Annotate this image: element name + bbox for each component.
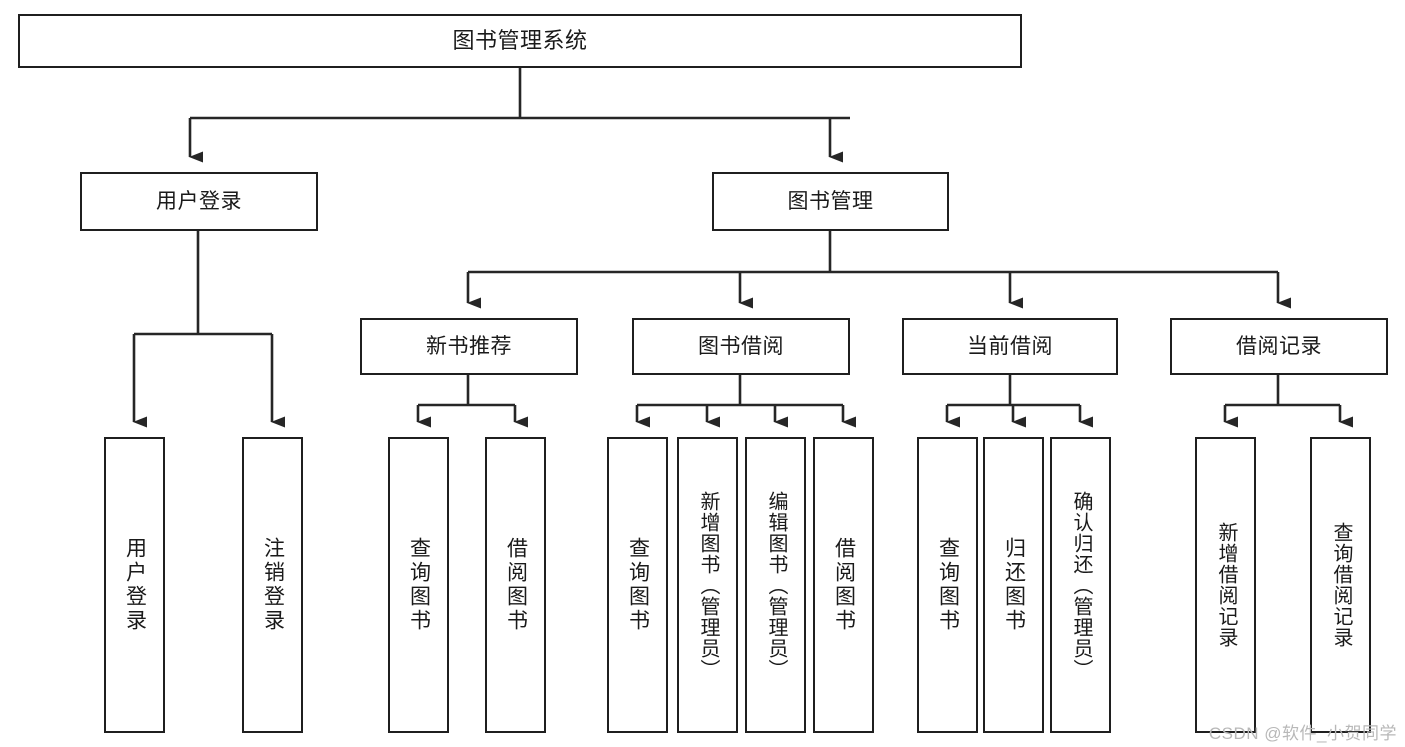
leaf-label: 查询图书	[407, 537, 431, 633]
leaf-label: 确认归还（管理员）	[1070, 490, 1092, 680]
leaf-label: 新增图书（管理员）	[697, 490, 719, 680]
leaf-label: 查询借阅记录	[1330, 522, 1352, 648]
node-user-login[interactable]: 用户登录	[80, 172, 318, 231]
leaf-borrow-edit-book-admin[interactable]: 编辑图书（管理员）	[745, 437, 806, 733]
leaf-label: 归还图书	[1002, 537, 1026, 633]
node-borrow-record[interactable]: 借阅记录	[1170, 318, 1388, 375]
node-book-management[interactable]: 图书管理	[712, 172, 949, 231]
leaf-logout-login[interactable]: 注销登录	[242, 437, 303, 733]
leaf-label: 用户登录	[123, 537, 147, 633]
node-new-book-recommend[interactable]: 新书推荐	[360, 318, 578, 375]
leaf-label: 编辑图书（管理员）	[765, 490, 787, 680]
leaf-recommend-query-book[interactable]: 查询图书	[388, 437, 449, 733]
node-root-book-management-system[interactable]: 图书管理系统	[18, 14, 1022, 68]
leaf-current-return-book[interactable]: 归还图书	[983, 437, 1044, 733]
leaf-label: 查询图书	[936, 537, 960, 633]
leaf-label: 借阅图书	[832, 537, 856, 633]
leaf-label: 注销登录	[261, 537, 285, 633]
leaf-current-confirm-return-admin[interactable]: 确认归还（管理员）	[1050, 437, 1111, 733]
node-current-borrow[interactable]: 当前借阅	[902, 318, 1118, 375]
leaf-current-query-book[interactable]: 查询图书	[917, 437, 978, 733]
leaf-label: 借阅图书	[504, 537, 528, 633]
leaf-user-login[interactable]: 用户登录	[104, 437, 165, 733]
leaf-borrow-add-book-admin[interactable]: 新增图书（管理员）	[677, 437, 738, 733]
leaf-record-query-borrow-record[interactable]: 查询借阅记录	[1310, 437, 1371, 733]
leaf-recommend-borrow-book[interactable]: 借阅图书	[485, 437, 546, 733]
node-book-borrow[interactable]: 图书借阅	[632, 318, 850, 375]
watermark: CSDN @软件_小贺同学	[1208, 724, 1397, 743]
leaf-label: 查询图书	[626, 537, 650, 633]
leaf-borrow-borrow-book[interactable]: 借阅图书	[813, 437, 874, 733]
leaf-record-add-borrow-record[interactable]: 新增借阅记录	[1195, 437, 1256, 733]
leaf-borrow-query-book[interactable]: 查询图书	[607, 437, 668, 733]
leaf-label: 新增借阅记录	[1215, 522, 1237, 648]
